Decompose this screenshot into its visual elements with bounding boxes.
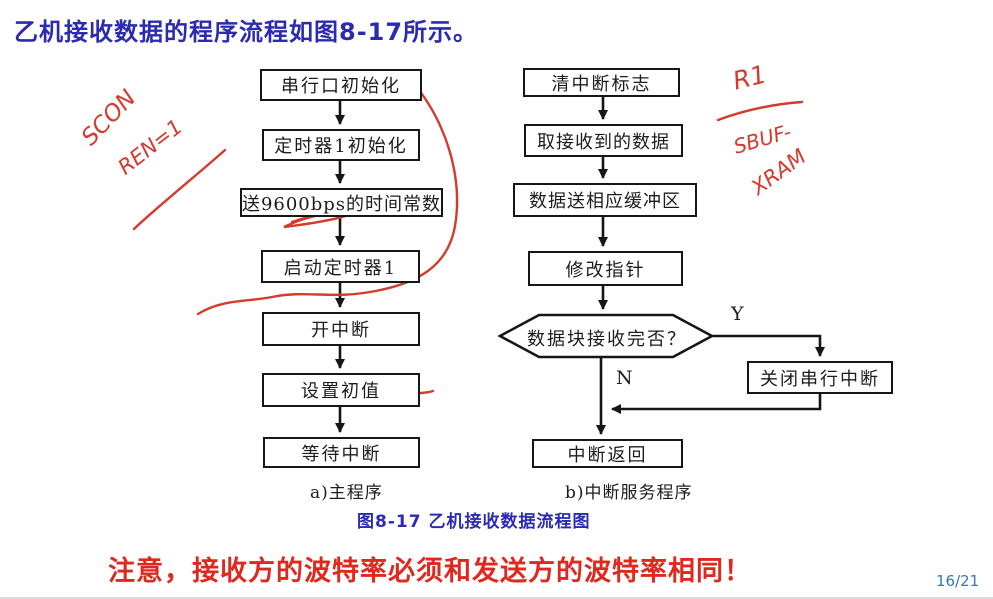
page-indicator: 16/21 xyxy=(936,572,980,590)
flow-b-arrows xyxy=(497,97,825,435)
flow-a-caption: a)主程序 xyxy=(310,483,383,503)
flow-b-caption: b)中断服务程序 xyxy=(565,483,693,503)
r1-underline-stroke xyxy=(716,100,804,122)
flow-b-box-clear-flag: 清中断标志 xyxy=(523,68,680,97)
flow-a-box-9600bps-constant: 送9600bps的时间常数 xyxy=(240,188,443,217)
figure-caption: 图8-17 乙机接收数据流程图 xyxy=(357,512,591,532)
flow-a-box-timer1-init: 定时器1初始化 xyxy=(262,129,420,161)
flow-b-box-data-to-buffer: 数据送相应缓冲区 xyxy=(513,183,697,217)
flow-a-box-wait-interrupt: 等待中断 xyxy=(263,437,420,468)
flow-b-decision-label: 数据块接收完否？ xyxy=(527,329,687,350)
red-pen-strokes xyxy=(132,78,804,404)
flow-b-box-get-data: 取接收到的数据 xyxy=(524,124,683,157)
flow-a-box-start-timer1: 启动定时器1 xyxy=(261,250,420,283)
long-curve-stroke xyxy=(196,78,459,316)
flow-b-box-interrupt-return: 中断返回 xyxy=(532,439,683,468)
flow-b-box-modify-pointer: 修改指针 xyxy=(528,251,683,286)
slide-title: 乙机接收数据的程序流程如图8-17所示。 xyxy=(14,18,479,46)
flow-a-box-set-initial-value: 设置初值 xyxy=(262,373,420,407)
flow-a-box-enable-interrupt: 开中断 xyxy=(262,312,420,346)
flow-b-box-close-serial-interrupt: 关闭串行中断 xyxy=(747,361,893,394)
no-branch-label: N xyxy=(616,367,633,389)
scon-underline-stroke xyxy=(132,148,227,231)
baudrate-note: 注意，接收方的波特率必须和发送方的波特率相同！ xyxy=(108,556,752,587)
slide-bottom-edge xyxy=(0,597,993,599)
yes-branch-label: Y xyxy=(731,303,744,325)
flow-a-box-serial-init: 串行口初始化 xyxy=(260,69,422,101)
